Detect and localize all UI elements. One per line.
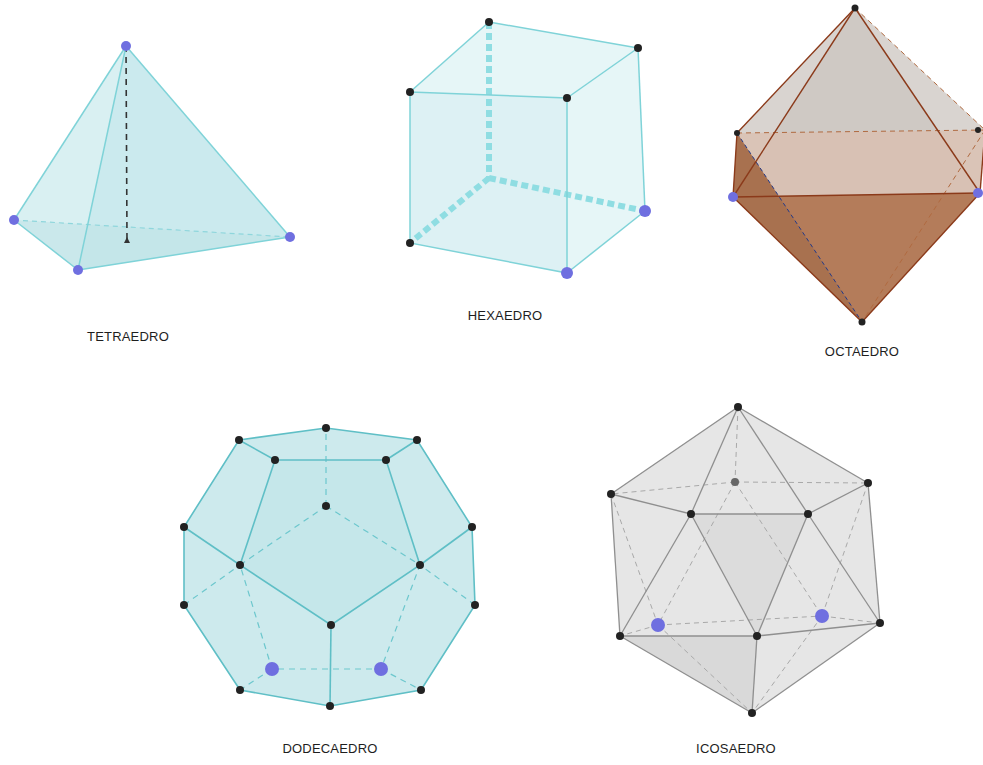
solid-name: DODECAEDRO (282, 741, 377, 756)
hexahedron (406, 18, 651, 279)
solid-name: TETRAEDRO (87, 329, 169, 344)
tetrahedron (9, 41, 295, 275)
solid-name: OCTAEDRO (825, 344, 899, 359)
solid-name: HEXAEDRO (468, 308, 543, 323)
dodecahedron (180, 424, 479, 710)
icosahedron (607, 403, 884, 717)
octahedron (728, 5, 983, 326)
solid-name: ICOSAEDRO (696, 741, 776, 756)
